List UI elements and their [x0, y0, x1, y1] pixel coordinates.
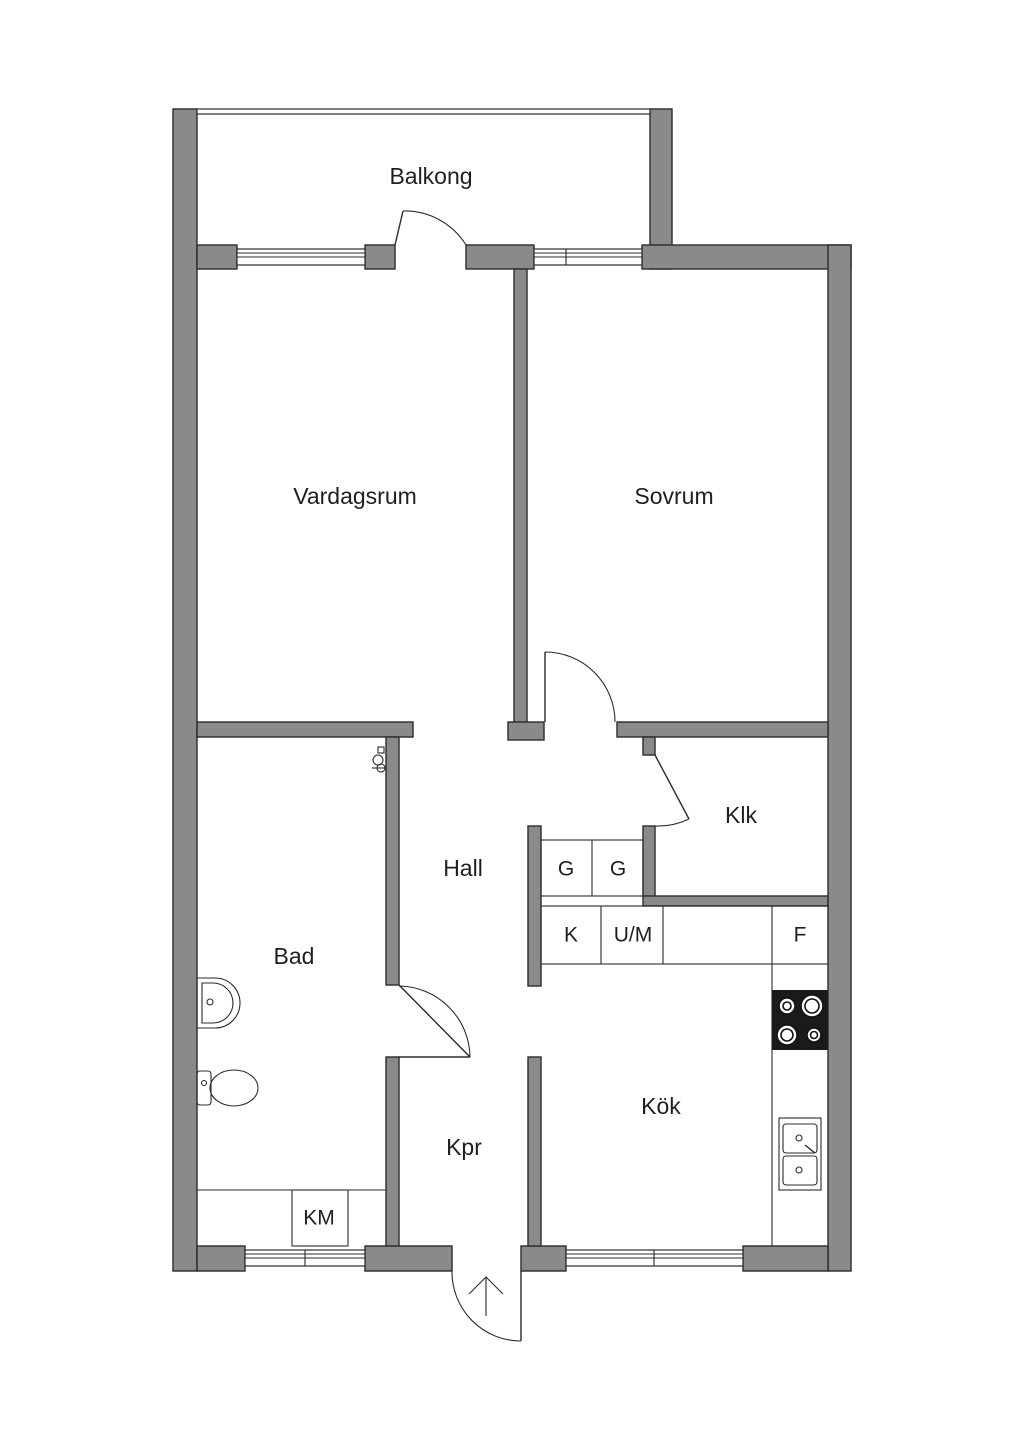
fixture-label-f: F — [794, 924, 807, 947]
door-sovrum — [544, 651, 616, 723]
stove-icon — [772, 990, 828, 1050]
window-bad — [244, 1249, 366, 1267]
room-label-klk: Klk — [725, 802, 757, 828]
room-label-hall: Hall — [443, 855, 483, 881]
room-label-sovrum: Sovrum — [634, 483, 713, 509]
fixture-label-km: KM — [303, 1207, 335, 1230]
doors — [394, 210, 690, 1342]
kitchen-counter — [540, 905, 829, 1246]
door-klk — [654, 754, 690, 827]
room-label-bad: Bad — [274, 943, 315, 969]
window-sovrum — [533, 248, 643, 266]
washbasin-icon — [196, 977, 241, 1029]
window-kok — [565, 1249, 744, 1267]
door-entrance — [451, 1270, 522, 1342]
door-balkong — [394, 210, 467, 246]
outer-walls — [172, 108, 852, 1272]
sink-icon — [778, 1117, 822, 1191]
toilet-icon — [196, 1069, 259, 1107]
window-vardagsrum — [236, 248, 366, 266]
room-label-vardagsrum: Vardagsrum — [293, 483, 417, 509]
fixture-label-g1: G — [558, 858, 574, 881]
interior-walls — [196, 268, 829, 1247]
room-labels: Balkong Vardagsrum Sovrum Klk Hall Bad K… — [274, 163, 758, 1160]
room-label-kpr: Kpr — [446, 1134, 482, 1160]
fixture-label-g2: G — [610, 858, 626, 881]
fixture-labels: G G K U/M F KM — [303, 858, 806, 1230]
windows — [236, 248, 744, 1267]
door-bad — [398, 984, 471, 1058]
hall-closets — [540, 839, 644, 897]
room-label-balkong: Balkong — [389, 163, 472, 189]
bath-counter — [197, 1189, 386, 1247]
fixture-label-k: K — [564, 924, 578, 947]
water-valve-icon — [372, 746, 386, 773]
room-label-kok: Kök — [641, 1093, 681, 1119]
fixture-label-um: U/M — [614, 924, 653, 947]
